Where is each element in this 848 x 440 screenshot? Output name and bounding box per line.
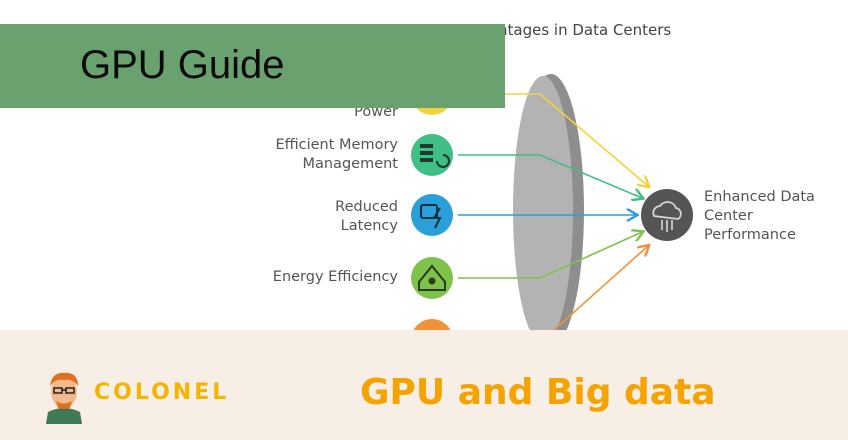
footer-subtitle: GPU and Big data	[360, 372, 716, 413]
output-label-line-3: Performance	[704, 227, 796, 243]
label-energy-line-1: Energy Efficiency	[272, 269, 398, 285]
memory-icon	[411, 134, 453, 176]
cloud-icon	[641, 189, 693, 241]
output-label: Enhanced Data Center Performance	[704, 188, 815, 245]
footer	[0, 330, 848, 440]
latency-icon	[411, 194, 453, 236]
label-power-line-1: Power	[354, 104, 398, 120]
label-memory-line-1: Efficient Memory	[275, 137, 398, 153]
diagram-title: ntages in Data Centers	[498, 21, 672, 39]
label-memory: Efficient Memory Management	[275, 136, 398, 174]
connector-memory	[458, 154, 642, 198]
brand-logo-text: COLONEL	[94, 380, 230, 405]
connector-energy	[458, 232, 642, 279]
output-label-line-1: Enhanced Data	[704, 189, 815, 205]
title-banner	[0, 24, 505, 108]
label-latency-line-2: Latency	[340, 218, 398, 234]
banner-title: GPU Guide	[80, 43, 285, 87]
energy-icon	[411, 257, 453, 299]
label-power: Power	[354, 103, 398, 122]
label-energy: Energy Efficiency	[273, 268, 398, 287]
colonel-avatar-icon	[46, 372, 82, 424]
label-latency-line-1: Reduced	[335, 199, 398, 215]
label-latency: Reduced Latency	[335, 198, 398, 236]
lens-front	[513, 76, 573, 344]
connector-scalability	[544, 246, 648, 339]
label-memory-line-2: Management	[302, 156, 398, 172]
output-label-line-2: Center	[704, 208, 753, 224]
